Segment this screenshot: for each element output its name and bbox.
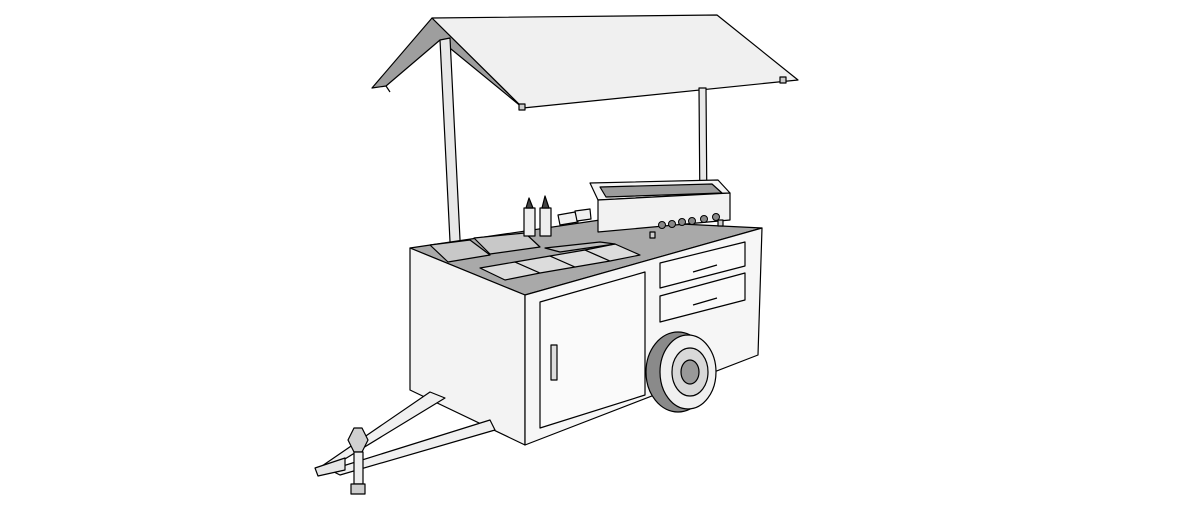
pan xyxy=(544,241,616,253)
griddle-knobs xyxy=(658,213,720,229)
drawer-bottom-handle xyxy=(692,297,718,306)
canopy-front-slope xyxy=(431,14,799,109)
jack-foot xyxy=(350,483,366,495)
bottle-nozzle xyxy=(541,195,550,209)
drawer-top xyxy=(659,241,746,289)
jack-post xyxy=(353,451,364,485)
bottle-nozzle xyxy=(525,197,534,209)
pan xyxy=(473,232,541,255)
napkin-box xyxy=(574,208,592,222)
pan xyxy=(429,239,491,263)
door-handle xyxy=(550,344,558,381)
griddle xyxy=(589,179,731,239)
canopy-clip xyxy=(518,103,526,111)
condiment-bottle xyxy=(523,207,536,237)
trailer-tongue xyxy=(314,391,496,495)
griddle-front xyxy=(597,192,731,233)
napkin-box xyxy=(557,211,579,226)
hitch-coupler xyxy=(314,457,346,477)
wheel xyxy=(645,331,717,413)
canopy-clip xyxy=(779,76,787,84)
tongue-rail-right xyxy=(329,419,496,476)
canopy xyxy=(371,14,799,111)
drawer-bottom xyxy=(659,272,746,323)
condiment-bottle xyxy=(539,207,552,237)
steam-pans xyxy=(429,232,641,281)
drawer-top-handle xyxy=(692,264,718,273)
hub xyxy=(680,359,700,385)
cabinet-door xyxy=(539,271,646,429)
